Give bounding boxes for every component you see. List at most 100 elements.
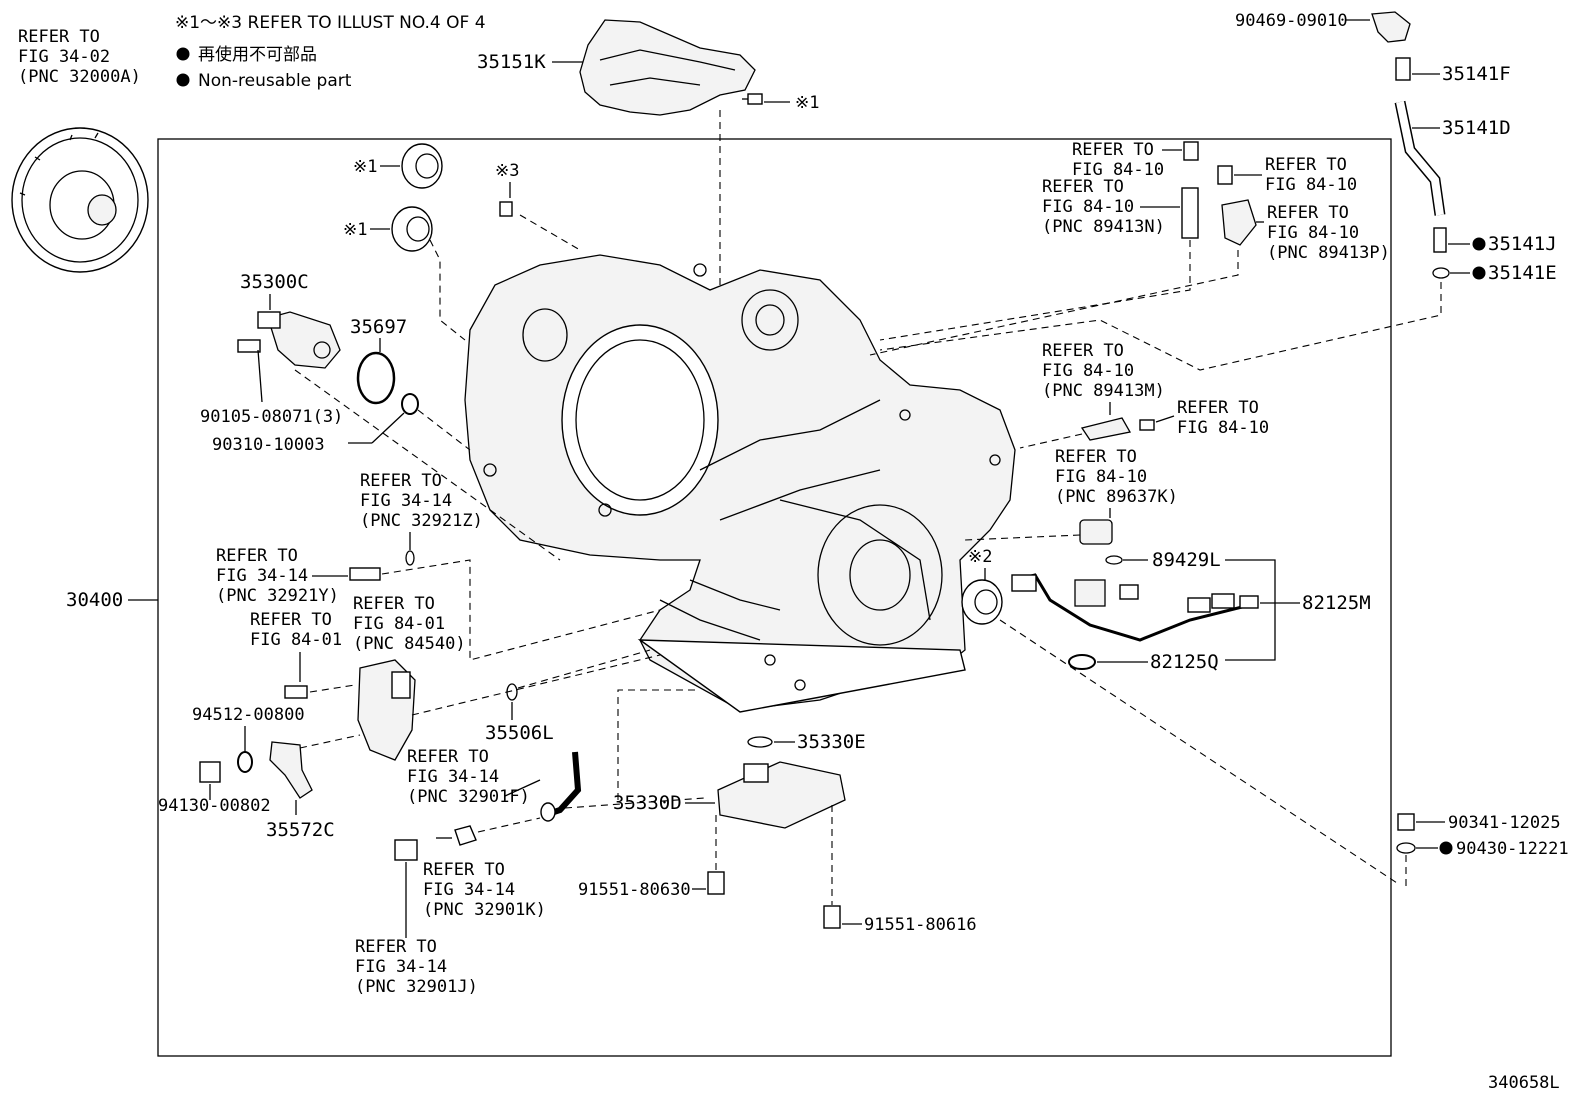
mark3-label: ※3: [495, 161, 519, 181]
ref-89413P-line2: FIG 84-10: [1267, 223, 1359, 243]
part-number-35151K: 35151K: [477, 51, 546, 73]
torque-converter: REFER TO FIG 34-02 (PNC 32000A): [11, 27, 149, 273]
part-35141E: 35141E: [879, 262, 1557, 371]
ref-89413P-line3: (PNC 89413P): [1267, 243, 1390, 263]
ref-89413N-line2: FIG 84-10: [1042, 197, 1134, 217]
part-91551-80616: 91551-80616: [823, 805, 977, 935]
part-90105-08071: 90105-08071(3): [200, 339, 343, 427]
part-number-94130: 94130-00802: [158, 796, 271, 816]
part-91551-80630: 91551-80630: [578, 815, 725, 900]
part-89429L: 89429L: [1105, 549, 1221, 571]
part-number-35506L: 35506L: [485, 722, 554, 744]
ref-89413N-bolt-line1: REFER TO: [1072, 140, 1154, 160]
ref-32921Y-line1: REFER TO: [216, 546, 298, 566]
part-82125M: 82125M: [1011, 559, 1371, 661]
ref-89413M-line1: REFER TO: [1042, 341, 1124, 361]
part-number-90310: 90310-10003: [212, 435, 325, 455]
part-number-91551-80630: 91551-80630: [578, 880, 691, 900]
ref-32901J: REFER TO FIG 34-14 (PNC 32901J): [355, 862, 478, 997]
ref-32921Z-line2: FIG 34-14: [360, 491, 452, 511]
ref-84540-line1: REFER TO: [353, 594, 435, 614]
part-number-35141J: 35141J: [1488, 233, 1557, 255]
part-82125Q: 82125Q: [1068, 651, 1219, 673]
ref-89413P: REFER TO FIG 84-10 (PNC 89413P): [869, 199, 1390, 356]
illust-reference-note: ※1～※3 REFER TO ILLUST NO.4 OF 4: [175, 13, 486, 33]
mark2-label: ※2: [968, 547, 992, 567]
ref-32901J-line1: REFER TO: [355, 937, 437, 957]
ref-32901F: REFER TO FIG 34-14 (PNC 32901F): [407, 747, 582, 822]
ref-84540-line3: (PNC 84540): [353, 634, 466, 654]
ref-32901J-line3: (PNC 32901J): [355, 977, 478, 997]
ref-84-01-bolt: REFER TO FIG 84-01: [250, 610, 356, 699]
ref-89413N-line1: REFER TO: [1042, 177, 1124, 197]
torque-converter-ref-line2: FIG 34-02: [18, 47, 110, 67]
ref-89637K-line3: (PNC 89637K): [1055, 487, 1178, 507]
bolt-mark1: ※1: [742, 93, 819, 113]
ref-89413P-bolt: REFER TO FIG 84-10: [1217, 155, 1357, 195]
ref-89413M-bolt-line2: FIG 84-10: [1177, 418, 1269, 438]
ref-89413M-bolt-line1: REFER TO: [1177, 398, 1259, 418]
ref-32901K-line1: REFER TO: [423, 860, 505, 880]
ref-84540: REFER TO FIG 84-01 (PNC 84540): [353, 594, 466, 654]
torque-converter-ref-line1: REFER TO: [18, 27, 100, 47]
oil-seal-mark1-a: ※1: [353, 143, 443, 189]
part-number-35330D: 35330D: [613, 792, 682, 814]
ref-32921Z-line1: REFER TO: [360, 471, 442, 491]
part-90430-12221: 90430-12221: [1396, 839, 1569, 888]
ref-89413M-line2: FIG 84-10: [1042, 361, 1134, 381]
part-number-90341: 90341-12025: [1448, 813, 1561, 833]
part-number-90469: 90469-09010: [1235, 11, 1348, 31]
part-number-90105: 90105-08071(3): [200, 407, 343, 427]
nonreusable-note-en: Non-reusable part: [198, 71, 352, 91]
ref-89413N-bolt-line2: FIG 84-10: [1072, 160, 1164, 180]
part-94130-00802: 94130-00802: [158, 761, 271, 816]
part-35141J: 35141J: [1433, 227, 1557, 255]
ref-89413N-line3: (PNC 89413N): [1042, 217, 1165, 237]
ref-89413P-line1: REFER TO: [1267, 203, 1349, 223]
ref-32901F-line3: (PNC 32901F): [407, 787, 530, 807]
part-35151K: 35151K: [477, 19, 756, 300]
part-35300C: 35300C: [240, 271, 561, 561]
part-number-35572C: 35572C: [266, 819, 335, 841]
part-number-91551-80616: 91551-80616: [864, 915, 977, 935]
ref-32921Y-line3: (PNC 32921Y): [216, 586, 339, 606]
ref-32901F-line2: FIG 34-14: [407, 767, 499, 787]
part-94512-00800: 94512-00800: [192, 705, 305, 773]
part-number-82125M: 82125M: [1302, 592, 1371, 614]
oil-seal-mark1-b: ※1: [343, 206, 466, 341]
neutral-start-switch: [357, 654, 661, 761]
ref-89413M-bolt: REFER TO FIG 84-10: [1139, 398, 1269, 438]
part-number-94512: 94512-00800: [192, 705, 305, 725]
bolt-mark3: ※3: [495, 161, 581, 251]
part-30400: 30400: [66, 589, 158, 611]
part-35572C: 35572C: [266, 734, 361, 841]
ref-32901K-line2: FIG 34-14: [423, 880, 515, 900]
part-35141F: 35141F: [1395, 57, 1511, 85]
part-90469-09010: 90469-09010: [1235, 11, 1411, 43]
part-number-35697: 35697: [350, 316, 407, 338]
ref-84540-line2: FIG 84-01: [353, 614, 445, 634]
part-number-35141D: 35141D: [1442, 117, 1511, 139]
part-35141D: 35141D: [1394, 100, 1511, 216]
nonreusable-dot-icon: [176, 47, 190, 61]
ref-89413M-line3: (PNC 89413M): [1042, 381, 1165, 401]
part-35330D: 35330D: [564, 689, 846, 829]
part-number-30400: 30400: [66, 589, 123, 611]
part-number-35141F: 35141F: [1442, 63, 1511, 85]
part-35697: 35697 90310-10003: [212, 316, 471, 455]
part-number-89429L: 89429L: [1152, 549, 1221, 571]
part-35506L: 35506L: [485, 649, 651, 744]
part-number-35141E: 35141E: [1488, 262, 1557, 284]
ref-89413N-bolt: REFER TO FIG 84-10: [1072, 140, 1199, 180]
assembly-frame: [157, 138, 1392, 1057]
ref-32901J-line2: FIG 34-14: [355, 957, 447, 977]
transaxle-housing: [464, 254, 1016, 713]
part-35330E: 35330E: [747, 731, 866, 753]
ref-32921Y: REFER TO FIG 34-14 (PNC 32921Y): [216, 546, 661, 661]
torque-converter-ref-line3: (PNC 32000A): [18, 67, 141, 87]
part-number-82125Q: 82125Q: [1150, 651, 1219, 673]
ref-32921Z-line3: (PNC 32921Z): [360, 511, 483, 531]
ref-32921Y-line2: FIG 34-14: [216, 566, 308, 586]
ref-89637K-line1: REFER TO: [1055, 447, 1137, 467]
